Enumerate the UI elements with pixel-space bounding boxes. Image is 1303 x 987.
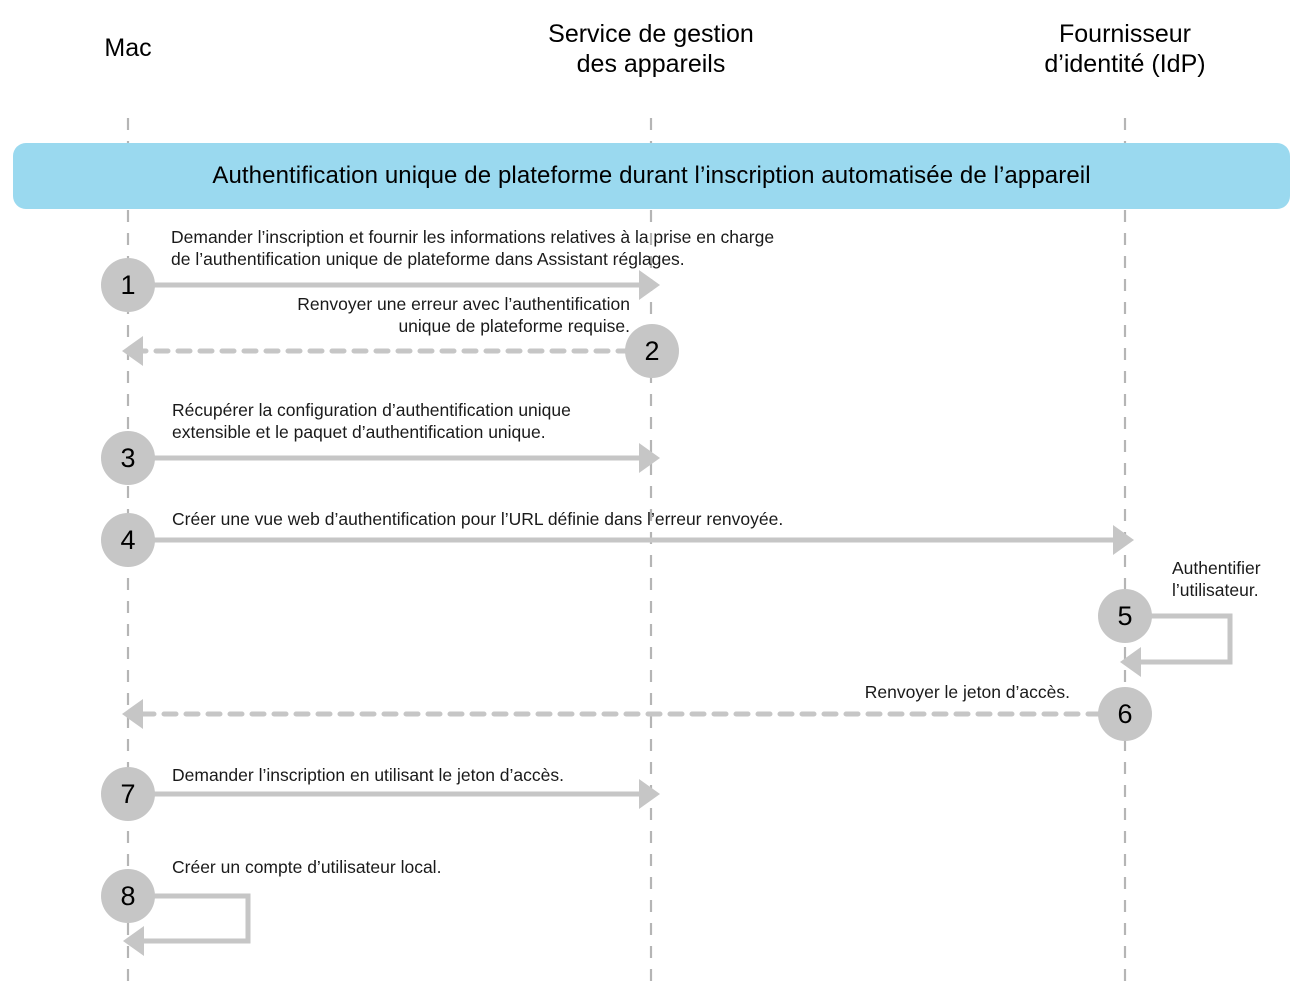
step-badge-4: 4 — [101, 513, 155, 567]
arrow-step-8-selfloop — [123, 893, 251, 956]
step-badge-1: 1 — [101, 258, 155, 312]
step-badge-8: 8 — [101, 869, 155, 923]
step-6-label: Renvoyer le jeton d’accès. — [864, 682, 1070, 702]
step-3-label: Récupérer la configuration d’authentific… — [172, 400, 571, 442]
step-badge-3: 3 — [101, 431, 155, 485]
step-5-label: Authentifier l’utilisateur. — [1172, 558, 1261, 600]
actor-label-mdm: Service de gestion des appareils — [548, 20, 754, 78]
step-badge-6: 6 — [1098, 687, 1152, 741]
phase-banner: Authentification unique de plateforme du… — [13, 143, 1290, 209]
step-badge-5: 5 — [1098, 589, 1152, 643]
step-badge-7: 7 — [101, 767, 155, 821]
step-1-label: Demander l’inscription et fournir les in… — [171, 227, 775, 269]
step-8-label: Créer un compte d’utilisateur local. — [172, 857, 442, 877]
step-7-label: Demander l’inscription en utilisant le j… — [172, 765, 565, 785]
arrow-step-5-selfloop — [1120, 613, 1233, 677]
actor-label-mac: Mac — [104, 34, 152, 62]
actor-label-idp: Fournisseur d’identité (IdP) — [1044, 20, 1206, 78]
phase-banner-title: Authentification unique de plateforme du… — [212, 162, 1091, 189]
step-4-label: Créer une vue web d’authentification pou… — [172, 509, 784, 529]
step-badge-2: 2 — [625, 324, 679, 378]
step-2-label: Renvoyer une erreur avec l’authentificat… — [297, 294, 630, 336]
